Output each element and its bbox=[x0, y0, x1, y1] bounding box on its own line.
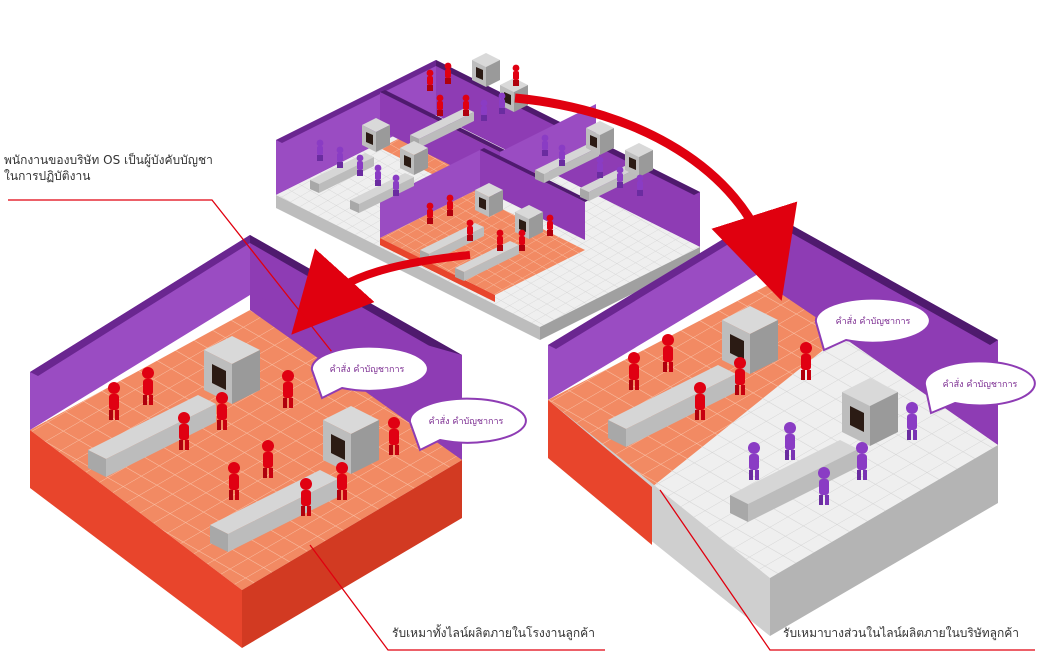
speech-bubble-text: คำสั่ง คำบัญชาการ bbox=[943, 377, 1018, 390]
note-line-1: พนักงานของบริษัท OS เป็นผู้บังคับบัญชา bbox=[4, 153, 213, 167]
speech-bubble-3: คำสั่ง คำบัญชาการ bbox=[814, 297, 931, 352]
speech-bubble-text: คำสั่ง คำบัญชาการ bbox=[429, 414, 504, 427]
caption-partial-line: รับเหมาบางส่วนในไลน์ผลิตภายในบริษัทลูกค้… bbox=[783, 626, 1020, 640]
left-factory-floor bbox=[30, 310, 462, 590]
arrow-to-partial-line bbox=[514, 93, 798, 301]
full-line-factory bbox=[30, 235, 462, 648]
speech-bubble-text: คำสั่ง คำบัญชาการ bbox=[330, 362, 405, 375]
speech-bubble-2: คำสั่ง คำบัญชาการ bbox=[408, 397, 527, 452]
note-text: พนักงานของบริษัท OS เป็นผู้บังคับบัญชา ใ… bbox=[4, 152, 213, 184]
arrow-to-full-line bbox=[291, 248, 471, 335]
overview-factory bbox=[276, 53, 700, 340]
speech-bubble-1: คำสั่ง คำบัญชาการ bbox=[310, 345, 429, 400]
left-factory-left-wall bbox=[30, 235, 250, 430]
speech-bubble-text: คำสั่ง คำบัญชาการ bbox=[836, 314, 911, 327]
caption-full-line: รับเหมาทั้งไลน์ผลิตภายในโรงงานลูกค้า bbox=[392, 626, 595, 640]
speech-bubble-4: คำสั่ง คำบัญชาการ bbox=[923, 360, 1036, 415]
leader-line-left-caption bbox=[309, 544, 605, 651]
leader-line-note bbox=[8, 199, 333, 353]
note-line-2: ในการปฏิบัติงาน bbox=[4, 169, 91, 183]
overview-left-wall bbox=[276, 60, 436, 195]
leader-line-right-caption bbox=[659, 489, 1035, 651]
